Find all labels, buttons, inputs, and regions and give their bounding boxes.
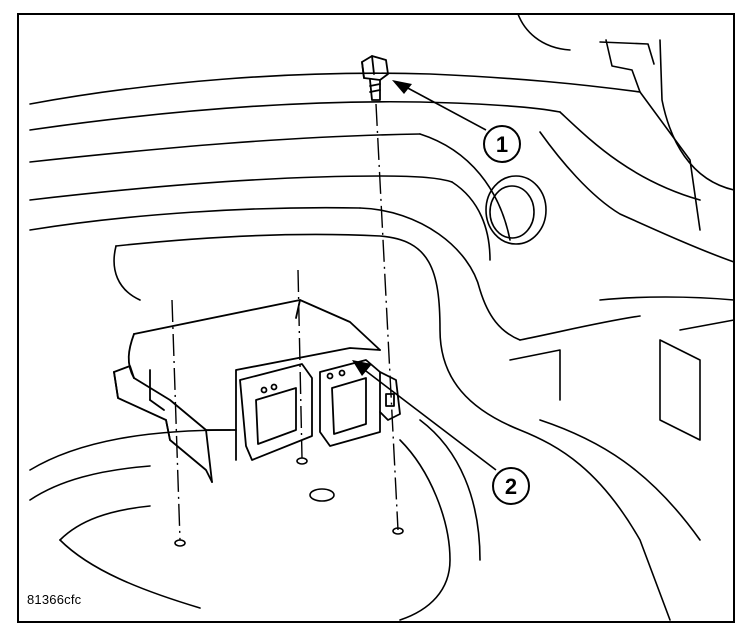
callout-leaders: [361, 85, 497, 471]
body-panel-lines: [29, 13, 735, 541]
floor-pan: [29, 233, 671, 621]
leader-arrowheads: [352, 80, 412, 376]
airbag-control-module: [113, 299, 401, 483]
figure-code: 81366cfc: [27, 592, 82, 607]
callout-1: 1: [483, 125, 521, 163]
alignment-lines: [171, 103, 399, 541]
callout-2: 2: [492, 467, 530, 505]
panel-access-hole: [485, 175, 547, 245]
callout-1-label: 1: [496, 132, 508, 157]
callout-2-label: 2: [505, 474, 517, 499]
mounting-bolt: [361, 55, 389, 101]
